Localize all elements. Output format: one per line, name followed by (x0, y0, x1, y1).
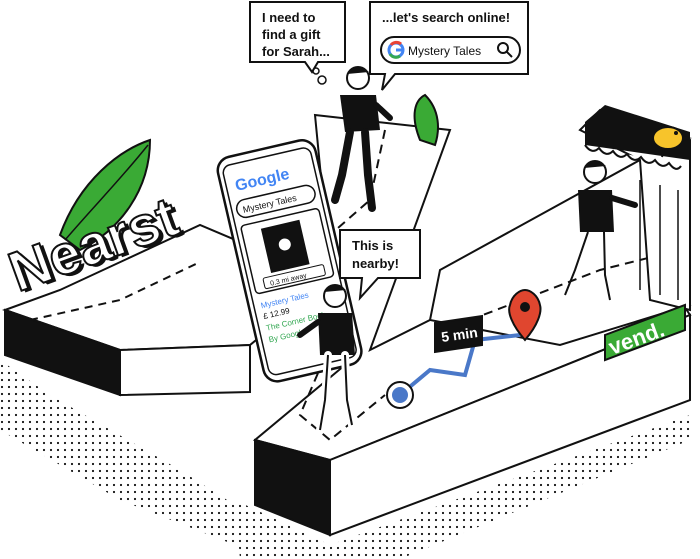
small-leaf-decoration (413, 93, 439, 147)
nearby-line-1: This is (352, 238, 393, 253)
search-online-text: ...let's search online! (382, 10, 510, 25)
person-thinking (312, 66, 393, 212)
person-at-store (564, 160, 638, 301)
person-pointing (297, 284, 356, 434)
thought-line-2: find a gift (262, 27, 321, 42)
search-bubble: ...let's search online! Mystery Tales (369, 1, 529, 91)
start-marker (386, 381, 414, 409)
bubble-search-box[interactable] (380, 36, 521, 64)
google-g-icon (387, 40, 405, 59)
thought-line-3: for Sarah... (262, 44, 330, 59)
dotted-shadow (0, 360, 690, 559)
nearby-bubble: This is nearby! (339, 229, 421, 301)
time-label: 5 min (440, 324, 478, 345)
leaf-decoration (58, 138, 152, 252)
nearby-line-2: nearby! (352, 256, 399, 271)
search-icon[interactable] (497, 42, 513, 58)
bird-icon (652, 126, 692, 158)
route: 5 min (386, 288, 542, 409)
thought-line-1: I need to (262, 10, 316, 25)
thought-bubble: I need to find a gift for Sarah... (249, 1, 346, 74)
time-label-badge: 5 min (434, 314, 483, 354)
map-pin-icon (508, 288, 542, 342)
bubble-search-query: Mystery Tales (408, 44, 481, 58)
phone-search-box[interactable] (235, 184, 317, 220)
